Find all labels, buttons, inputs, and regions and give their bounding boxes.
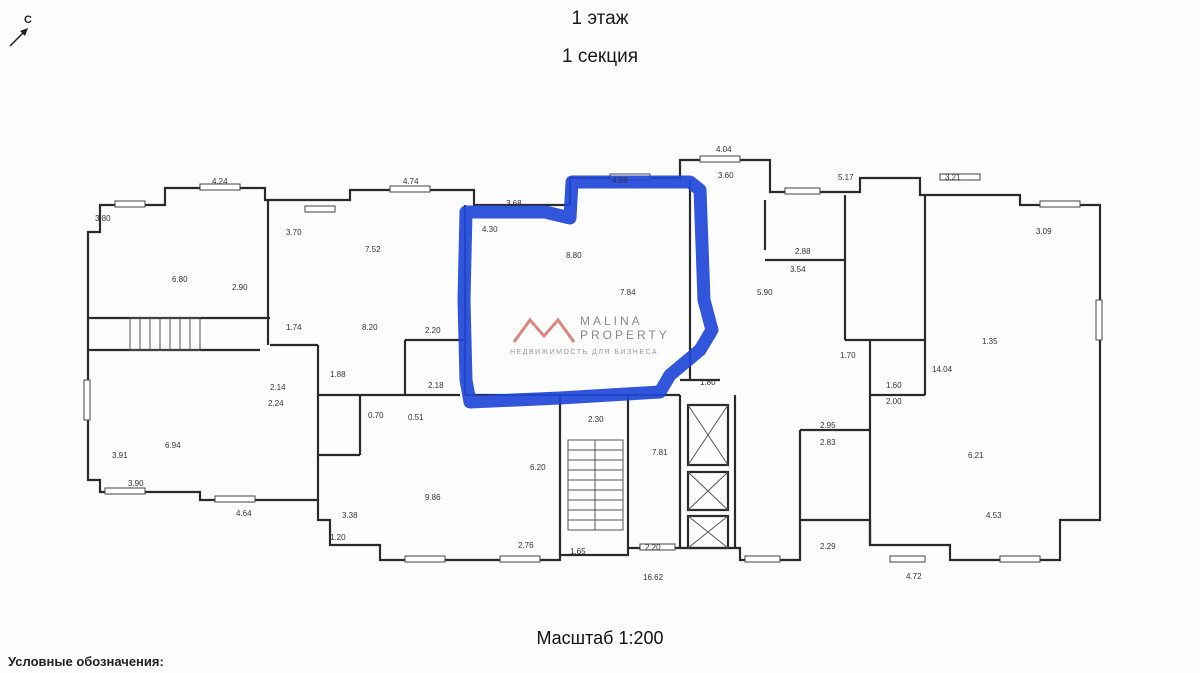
room-area-label: 7.84: [620, 288, 636, 297]
dimension-label: 3.60: [718, 171, 734, 180]
room-area-label: 8.80: [566, 251, 582, 260]
dimension-label: 1.65: [570, 547, 586, 556]
dimension-label: 3.21: [945, 173, 961, 182]
dimension-label: 0.70: [368, 411, 384, 420]
legend-title: Условные обозначения:: [8, 654, 164, 669]
scale-label: Масштаб 1:200: [536, 628, 664, 648]
dimension-label: 1.60: [886, 381, 902, 390]
dimension-label: 4.64: [236, 509, 252, 518]
room-area-label: 5.90: [757, 288, 773, 297]
staircase-left: [129, 317, 201, 351]
dimension-label: 2.30: [588, 415, 604, 424]
dimension-label: 16.62: [643, 573, 664, 582]
compass-label: С: [24, 14, 32, 26]
room-area-label: 6.20: [530, 463, 546, 472]
section-title: 1 секция: [561, 46, 638, 67]
dimension-label: 4.53: [986, 511, 1002, 520]
dimension-label: 2.83: [820, 438, 836, 447]
dimension-label: 3.38: [342, 511, 358, 520]
watermark-brand: MALINA PROPERTY: [580, 314, 670, 342]
staircase-center: [567, 439, 624, 531]
dimension-label: 4.72: [906, 572, 922, 581]
dimension-label: 2.95: [820, 421, 836, 430]
dimension-label: 3.54: [790, 265, 806, 274]
dimension-label: 3.80: [95, 214, 111, 223]
dimension-label: 4.04: [716, 145, 732, 154]
room-area-label: 6.21: [968, 451, 984, 460]
dimension-label: 2.90: [232, 283, 248, 292]
dimension-label: 2.88: [795, 247, 811, 256]
dimension-label: 2.29: [820, 542, 836, 551]
dimension-label: 2.20: [645, 543, 661, 552]
watermark-tagline: НЕДВИЖИМОСТЬ ДЛЯ БИЗНЕСА: [510, 349, 659, 356]
dimension-label: 5.17: [838, 173, 854, 182]
dimension-label: 3.70: [286, 228, 302, 237]
elevator-shafts: [686, 403, 730, 550]
room-area-label: 9.86: [425, 493, 441, 502]
dimension-label: 1.20: [330, 533, 346, 542]
watermark-logo-icon: [512, 317, 576, 343]
dimension-label: 4.24: [212, 177, 228, 186]
dimension-label: 3.90: [128, 479, 144, 488]
dimension-label: 1.80: [700, 378, 716, 387]
dimension-label: 1.35: [982, 337, 998, 346]
dimension-label: 2.24: [268, 399, 284, 408]
dimension-label: 1.70: [840, 351, 856, 360]
floor-title: 1 этаж: [571, 8, 629, 29]
dimension-label: 1.88: [330, 370, 346, 379]
dimension-label: 4.74: [403, 177, 419, 186]
north-arrow-icon: [9, 28, 28, 47]
dimension-label: 2.00: [886, 397, 902, 406]
windows: [83, 155, 1103, 563]
dimension-label: 4.58: [612, 176, 628, 185]
interior-walls: [88, 180, 927, 555]
room-area-label: 14.04: [932, 365, 953, 374]
dimension-label: 2.18: [428, 381, 444, 390]
dimension-label: 0.51: [408, 413, 424, 422]
room-area-label: 8.20: [362, 323, 378, 332]
dimension-labels: 4.24 4.74 4.04 4.58 3.60 5.17 3.21 3.80 …: [95, 145, 1052, 582]
dimension-label: 2.14: [270, 383, 286, 392]
dimension-label: 2.20: [425, 326, 441, 335]
room-area-label: 7.81: [652, 448, 668, 457]
watermark: MALINA PROPERTY НЕДВИЖИМОСТЬ ДЛЯ БИЗНЕСА: [510, 312, 710, 362]
dimension-label: 3.91: [112, 451, 128, 460]
room-area-label: 6.94: [165, 441, 181, 450]
room-area-label: 7.52: [365, 245, 381, 254]
dimension-label: 2.76: [518, 541, 534, 550]
dimension-label: 4.30: [482, 225, 498, 234]
dimension-label: 3.09: [1036, 227, 1052, 236]
dimension-label: 3.68: [506, 199, 522, 208]
highlighted-premises-outline: [457, 175, 719, 409]
dimension-label: 1.74: [286, 323, 302, 332]
room-area-labels: 6.80 7.52 8.20 8.80 7.84 5.90 6.94 9.86 …: [165, 245, 984, 502]
room-area-label: 6.80: [172, 275, 188, 284]
